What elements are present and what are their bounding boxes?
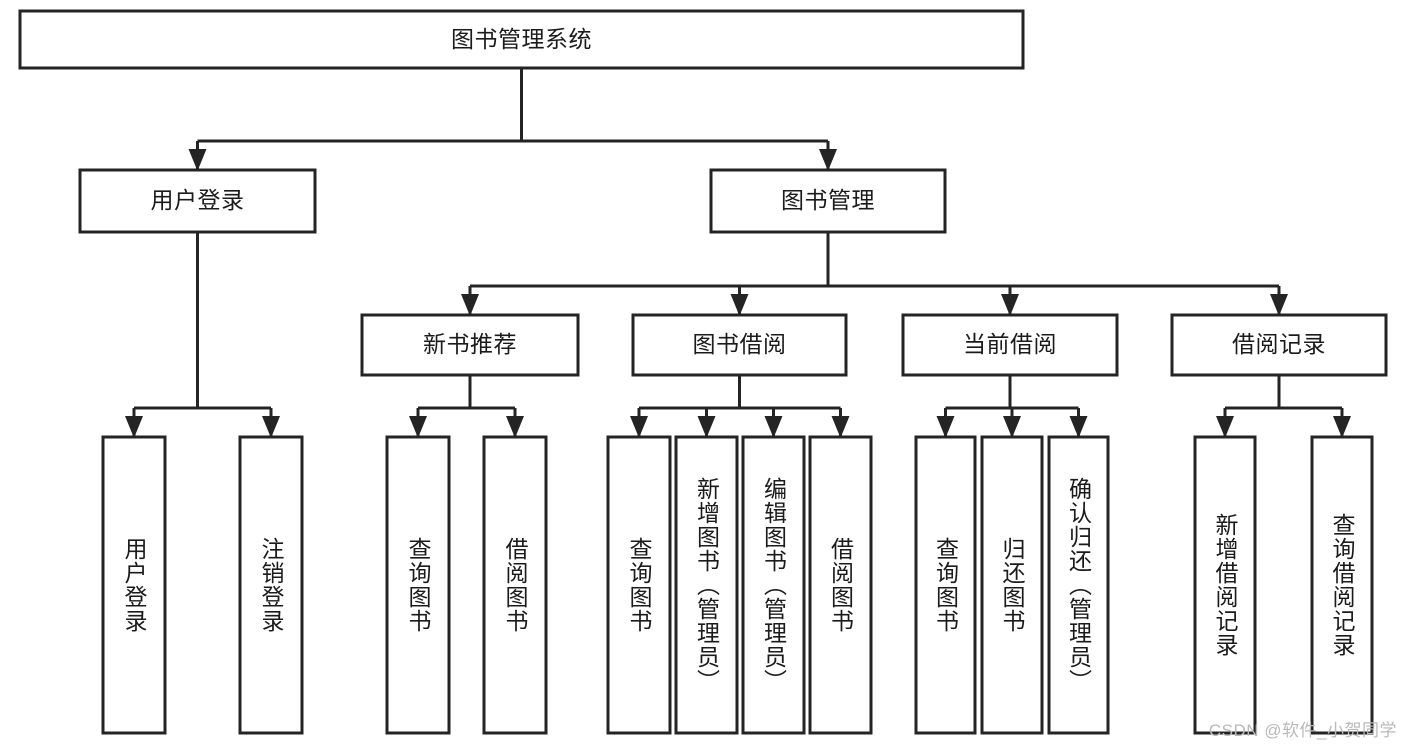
arrow-head-borrow-record [1270, 294, 1288, 316]
nodes-layer [18, 9, 1388, 735]
node-box-new-book-recommend[interactable] [360, 313, 580, 377]
arrow-head-leaf-edit-book [764, 416, 783, 438]
arrow-head-leaf-query-book-rec [409, 416, 427, 438]
node-box-user-login[interactable] [78, 168, 317, 234]
node-box-leaf-add-record[interactable] [1193, 435, 1257, 735]
node-box-leaf-return-book[interactable] [980, 435, 1044, 735]
arrow-head-leaf-query-book-cur [936, 416, 955, 438]
arrow-head-leaf-user-logout [262, 416, 280, 438]
arrow-head-leaf-borrow-book [831, 416, 850, 438]
node-box-book-borrow[interactable] [631, 313, 848, 377]
node-box-leaf-user-login[interactable] [101, 435, 167, 735]
arrow-head-current-borrow [1001, 294, 1019, 316]
node-box-leaf-query-record[interactable] [1310, 435, 1374, 735]
node-box-leaf-query-book-rec[interactable] [385, 435, 451, 735]
arrow-head-leaf-return-book [1003, 416, 1021, 438]
node-box-leaf-add-book[interactable] [674, 435, 739, 735]
node-box-leaf-query-book-borrow[interactable] [606, 435, 672, 735]
arrow-head-leaf-add-record [1216, 416, 1234, 438]
arrow-head-new-book-recommend [461, 294, 479, 316]
edges-layer [125, 68, 1351, 438]
node-box-root[interactable] [18, 9, 1025, 70]
node-box-leaf-borrow-book-rec[interactable] [482, 435, 548, 735]
arrow-head-book-manage [819, 149, 837, 171]
node-box-borrow-record[interactable] [1170, 313, 1388, 377]
node-box-leaf-query-book-cur[interactable] [914, 435, 977, 735]
node-box-current-borrow[interactable] [901, 313, 1119, 377]
node-box-leaf-edit-book[interactable] [741, 435, 806, 735]
arrow-head-leaf-confirm-return [1069, 416, 1088, 438]
node-box-leaf-borrow-book[interactable] [808, 435, 873, 735]
node-box-book-manage[interactable] [709, 168, 947, 234]
arrow-head-leaf-add-book [697, 416, 716, 438]
arrow-head-leaf-query-record [1333, 416, 1351, 438]
arrow-head-book-borrow [730, 294, 749, 316]
node-box-leaf-user-logout[interactable] [238, 435, 304, 735]
arrow-head-leaf-query-book-borrow [630, 416, 648, 438]
arrow-head-leaf-borrow-book-rec [506, 416, 524, 438]
node-box-leaf-confirm-return[interactable] [1047, 435, 1110, 735]
arrow-head-leaf-user-login [125, 416, 143, 438]
arrow-head-user-login [188, 149, 207, 171]
